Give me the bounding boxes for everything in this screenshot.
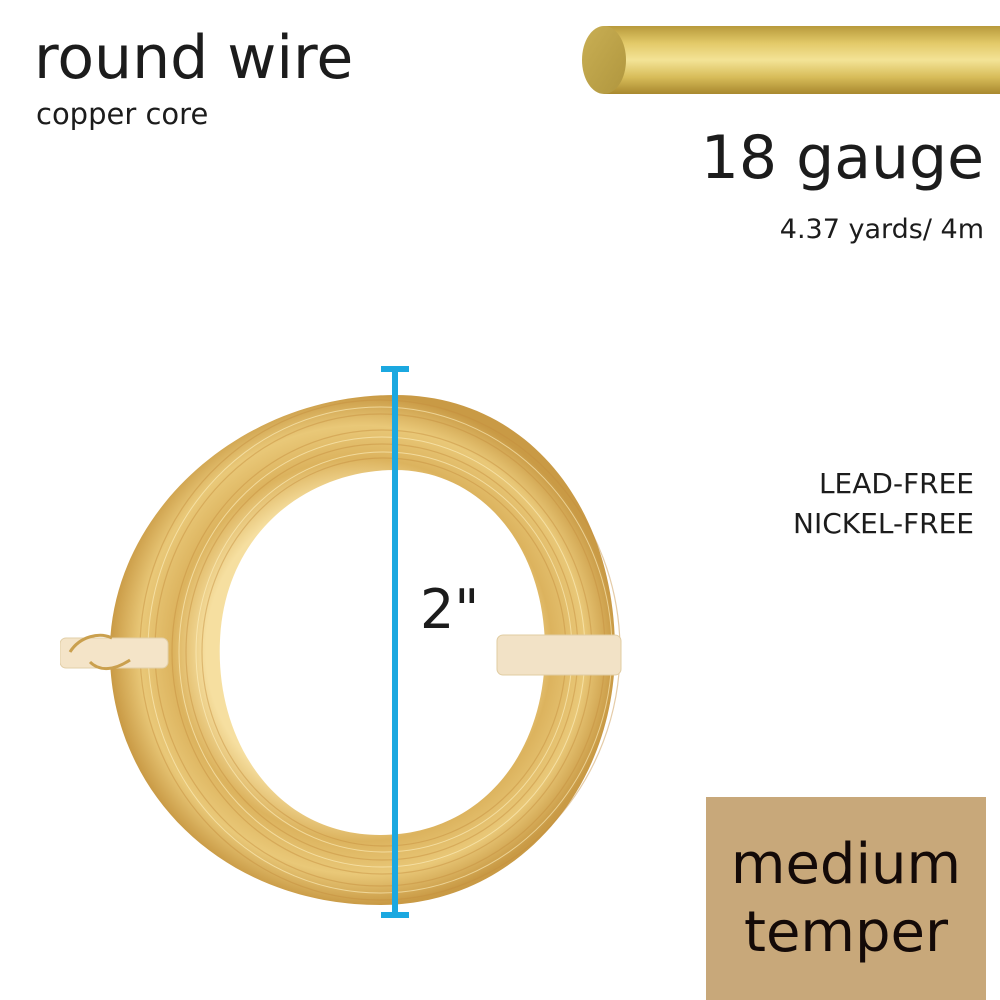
length-label: 4.37 yards/ 4m xyxy=(779,214,984,245)
feature-nickel-free: NICKEL-FREE xyxy=(793,507,974,540)
feature-list: LEAD-FREE NICKEL-FREE xyxy=(793,464,974,544)
right-wire-clip xyxy=(496,634,622,676)
wire-rod-illustration xyxy=(582,26,1000,94)
temper-badge: medium temper xyxy=(706,797,986,1000)
wire-coil-image xyxy=(60,395,622,905)
temper-line-2: temper xyxy=(744,899,948,965)
diameter-measure-line xyxy=(381,366,409,918)
temper-line-1: medium xyxy=(730,831,962,897)
diameter-label: 2" xyxy=(420,578,480,641)
product-title: round wire xyxy=(34,23,354,93)
product-subtitle: copper core xyxy=(36,97,209,131)
feature-lead-free: LEAD-FREE xyxy=(818,467,974,500)
gauge-label: 18 gauge xyxy=(700,123,984,193)
